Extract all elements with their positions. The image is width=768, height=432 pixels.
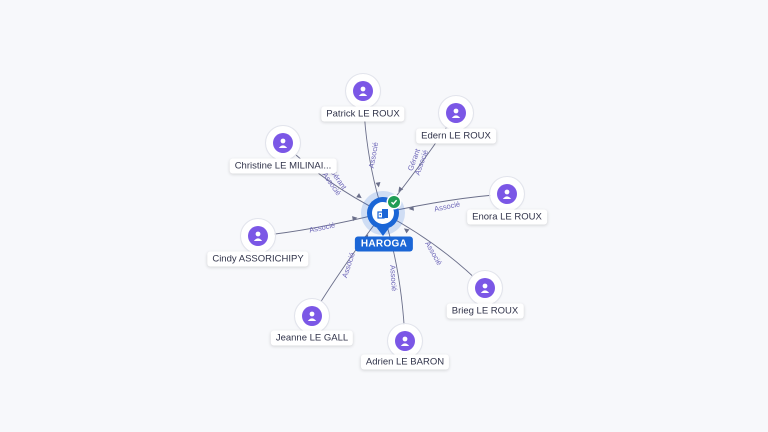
- check-icon: [388, 196, 400, 208]
- edge-relation-label: Associé: [340, 251, 357, 279]
- edge-arrow: [356, 193, 362, 199]
- avatar-ring: [265, 125, 301, 161]
- edge-arrow: [408, 205, 415, 211]
- person-avatar[interactable]: [387, 323, 423, 359]
- center-company-pin[interactable]: [367, 197, 399, 229]
- person-avatar[interactable]: [438, 95, 474, 131]
- edge-arrow: [403, 228, 410, 234]
- center-company-label[interactable]: HAROGA: [354, 236, 414, 252]
- edge-relation-label: Associé: [367, 141, 380, 168]
- avatar-ring: [345, 73, 381, 109]
- person-name-label[interactable]: Edern LE ROUX: [416, 128, 496, 144]
- company-icon: [372, 202, 394, 224]
- avatar-ring: [489, 176, 525, 212]
- person-name-label[interactable]: Cindy ASSORICHIPY: [207, 251, 309, 267]
- avatar-ring: [240, 218, 276, 254]
- avatar-ring: [438, 95, 474, 131]
- edge-relation-label: Associé: [308, 220, 336, 234]
- edge-relation-label: Associé: [388, 265, 399, 292]
- person-name-label[interactable]: Adrien LE BARON: [360, 354, 450, 370]
- person-name-label[interactable]: Jeanne LE GALL: [270, 330, 354, 346]
- edge-arrow: [398, 186, 404, 193]
- person-avatar[interactable]: [489, 176, 525, 212]
- person-name-label[interactable]: Christine LE MILINAI...: [229, 158, 337, 174]
- person-avatar[interactable]: [294, 298, 330, 334]
- person-name-label[interactable]: Patrick LE ROUX: [321, 106, 405, 122]
- edge-arrow: [375, 182, 381, 188]
- person-avatar[interactable]: [345, 73, 381, 109]
- avatar-ring: [467, 270, 503, 306]
- avatar-ring: [294, 298, 330, 334]
- person-avatar[interactable]: [467, 270, 503, 306]
- person-name-label[interactable]: Enora LE ROUX: [467, 209, 547, 225]
- person-avatar[interactable]: [240, 218, 276, 254]
- person-avatar[interactable]: [265, 125, 301, 161]
- edge-relation-label: Associé: [423, 240, 444, 267]
- person-name-label[interactable]: Brieg LE ROUX: [446, 303, 524, 319]
- edge-arrow: [352, 216, 358, 222]
- edge-relation-label: GérantAssocié: [405, 146, 430, 176]
- edge-relation-label: Associé: [433, 199, 461, 213]
